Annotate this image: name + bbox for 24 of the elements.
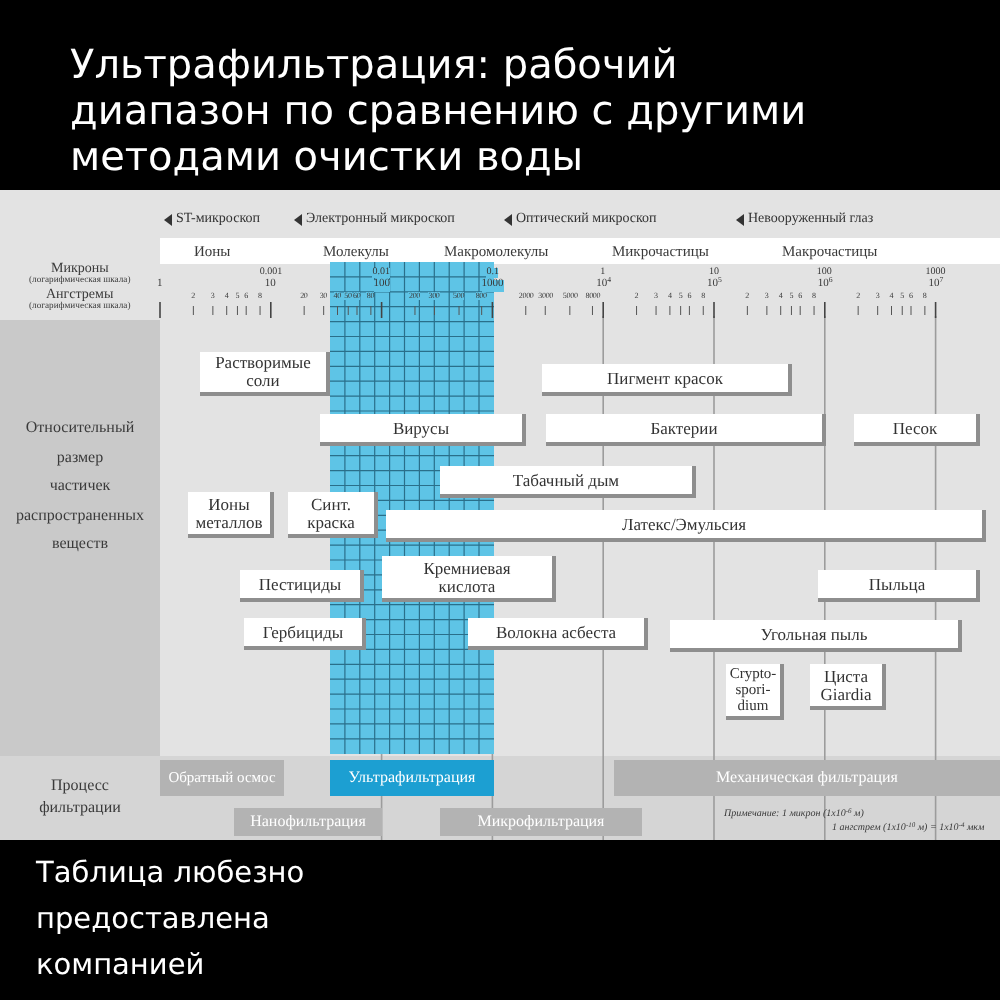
size-range-bar: Угольная пыль (670, 620, 962, 652)
size-range-bar: Вирусы (320, 414, 526, 446)
process-bar: Ультрафильтрация (330, 760, 494, 796)
credit-text: Таблица любезно предоставлена компанией (36, 856, 307, 986)
axis-label: Процесс фильтрации (37, 774, 123, 818)
size-range-bar: Кремниевая кислота (382, 556, 556, 602)
size-range-bar: Пыльца (818, 570, 980, 602)
size-range-bar: Волокна асбеста (468, 618, 648, 650)
size-range-bar: Латекс/Эмульсия (386, 510, 986, 542)
size-range-bar: Пестициды (240, 570, 364, 602)
size-range-bar: Циста Giardia (810, 664, 886, 710)
size-range-bar: Табачный дым (440, 466, 696, 498)
axis-label: Относительный размер частичек распространенных веществ (13, 416, 147, 556)
process-bar: Микрофильтрация (440, 808, 642, 836)
size-range-bar: Бактерии (546, 414, 826, 446)
size-range-bar: Ионы металлов (188, 492, 274, 538)
size-range-bar: Песок (854, 414, 980, 446)
size-range-bar: Пигмент красок (542, 364, 792, 396)
title: Ультрафильтрация: рабочий диапазон по сравнению с другими методами очистки воды (70, 42, 809, 180)
size-range-bar: Гербициды (244, 618, 366, 650)
size-range-bar: Растворимые соли (200, 352, 330, 396)
size-range-bar: Синт. краска (288, 492, 378, 538)
process-bar: Механическая фильтрация (614, 760, 1000, 796)
process-bar: Нанофильтрация (234, 808, 382, 836)
